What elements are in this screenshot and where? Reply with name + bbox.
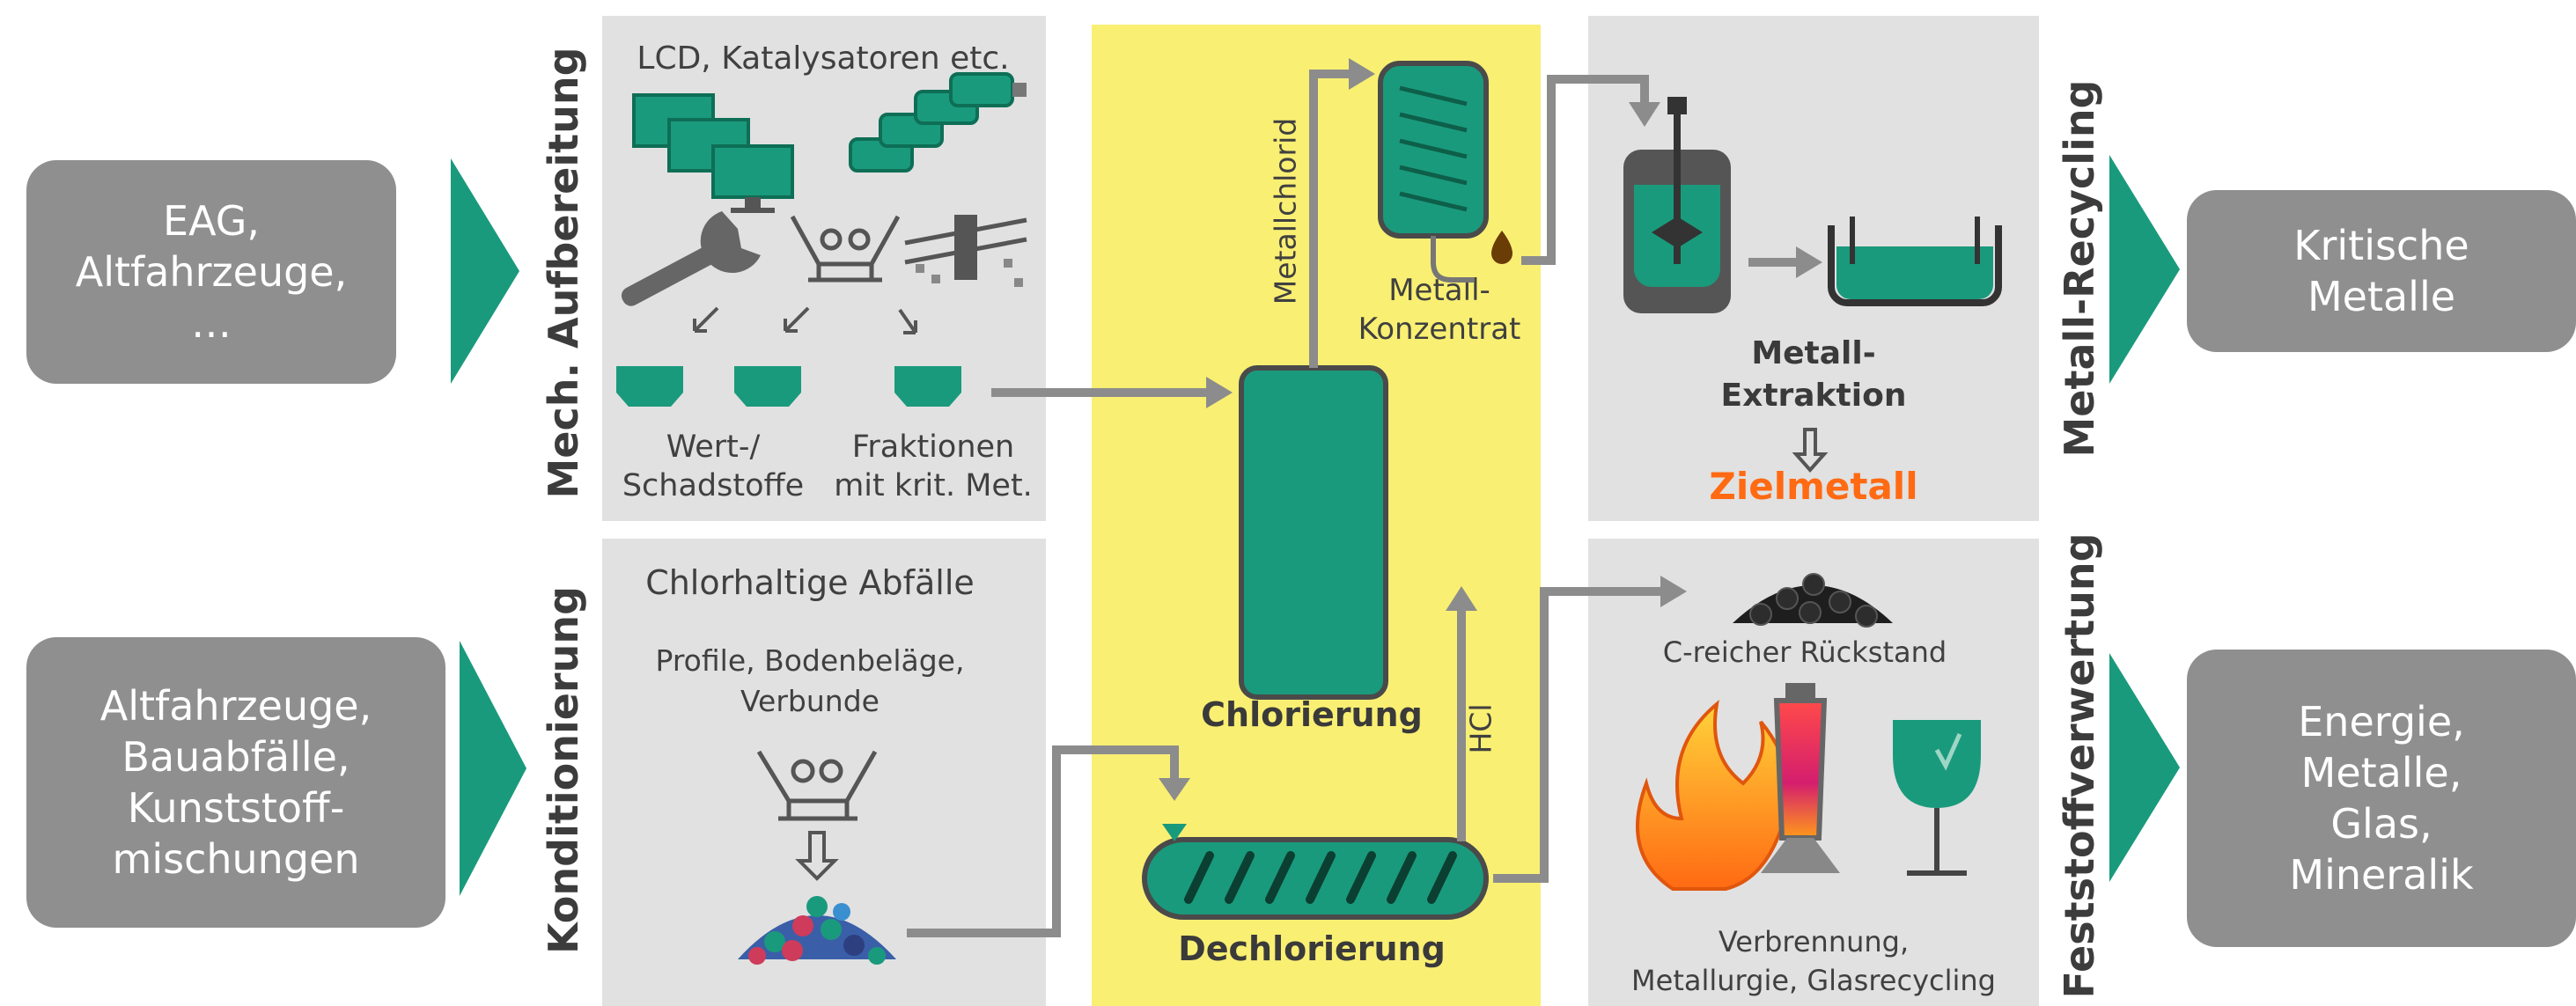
metall-extraktion-label: Metall- Extraktion xyxy=(1720,335,1907,414)
catalyst-icons xyxy=(849,72,1027,173)
flow-arrows xyxy=(907,70,1796,937)
stirred-tank-icon xyxy=(1623,97,1731,313)
shredder-icon-2 xyxy=(756,750,878,821)
chevron-icon-bottom-right xyxy=(2109,653,2180,882)
mech-box-title: LCD, Katalysatoren etc. xyxy=(637,40,1010,77)
chlorierung-label: Chlorierung xyxy=(1201,695,1423,734)
residue-caption: Verbrennung, Metallurgie, Glasrecycling xyxy=(1631,925,1996,997)
kond-box-title: Chlorhaltige Abfälle xyxy=(645,563,975,602)
output-bottom-pill: Energie, Metalle, Glas, Mineralik xyxy=(2187,650,2576,947)
chevron-icon-top-right xyxy=(2109,155,2180,384)
settling-tank-icon xyxy=(1828,217,2002,306)
residue-title: C-reicher Rückstand xyxy=(1662,635,1947,669)
chlorination-reactor-icon xyxy=(1239,365,1388,700)
output-top-pill: Kritische Metalle xyxy=(2187,190,2576,352)
condenser-icon xyxy=(1378,61,1512,283)
zielmetall-label: Zielmetall xyxy=(1709,465,1918,508)
wrench-icon xyxy=(621,211,761,306)
blast-furnace-icon xyxy=(1761,683,1840,873)
down-arrow-icons xyxy=(693,306,917,334)
chevron-icon-top-left xyxy=(451,158,519,384)
kond-box-subtitle: Profile, Bodenbeläge, Verbunde xyxy=(655,643,965,718)
dechlorierung-label: Dechlorierung xyxy=(1178,929,1446,968)
down-arrow-icon-2 xyxy=(795,831,839,881)
shredder-icon xyxy=(790,215,901,283)
screw-conveyor-icon xyxy=(1142,824,1489,920)
glass-icon xyxy=(1893,720,1981,876)
down-arrow-icon-3 xyxy=(1792,428,1829,474)
collection-bin-icons xyxy=(616,366,961,407)
input-top-pill: EAG, Altfahrzeuge, … xyxy=(26,160,396,384)
mech-label-fraktionen: Fraktionen mit krit. Met. xyxy=(834,430,1033,503)
arrowheads xyxy=(1159,58,1822,801)
monitor-icons xyxy=(632,93,794,213)
flame-icon xyxy=(1636,700,1791,891)
mech-label-wert-schadstoffe: Wert-/ Schadstoffe xyxy=(622,430,805,503)
coal-pile-icon xyxy=(1733,573,1893,628)
input-bottom-pill: Altfahrzeuge, Bauabfälle, Kunststoff- mi… xyxy=(26,637,445,928)
chevron-icon-bottom-left xyxy=(460,641,526,896)
granulate-pile-icon xyxy=(738,896,896,965)
sieve-icon xyxy=(904,215,1027,287)
